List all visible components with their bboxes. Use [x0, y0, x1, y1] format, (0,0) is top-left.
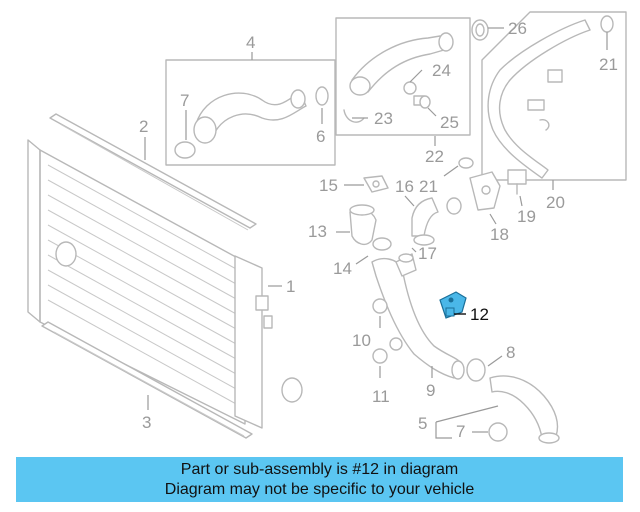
leader-lines [144, 27, 608, 439]
intercooler-part [27, 113, 303, 439]
part-13-hose [349, 204, 392, 251]
callout-3: 3 [142, 413, 151, 432]
callout-16: 16 [395, 177, 414, 196]
callout-18: 18 [490, 225, 509, 244]
callout-7-top: 7 [180, 91, 189, 110]
callout-15: 15 [319, 176, 338, 195]
callout-4: 4 [246, 33, 255, 52]
callout-25: 25 [440, 113, 459, 132]
callout-8: 8 [506, 343, 515, 362]
banner-line-1: Part or sub-assembly is #12 in diagram [180, 461, 459, 478]
part-group-20-box [481, 11, 627, 181]
part-12-highlighted[interactable] [439, 291, 467, 319]
callout-13: 13 [308, 222, 327, 241]
callout-22: 22 [425, 147, 444, 166]
banner-line-2: Diagram may not be specific to your vehi… [164, 481, 475, 498]
callout-19: 19 [517, 207, 536, 226]
callout-21-middle: 21 [419, 177, 438, 196]
part-15-bracket [363, 175, 389, 193]
part-16-hose [411, 197, 439, 246]
callout-21-top: 21 [599, 55, 618, 74]
callout-24: 24 [432, 61, 451, 80]
callout-23: 23 [374, 109, 393, 128]
callout-5: 5 [418, 414, 427, 433]
part-26-ring [471, 19, 489, 41]
part-5-hose [488, 375, 560, 444]
part-21-ring [458, 157, 474, 169]
callout-12: 12 [470, 305, 489, 324]
part-group-4-box [165, 59, 336, 166]
part-18-housing [446, 171, 501, 215]
callout-26: 26 [508, 19, 527, 38]
part-8-clamp [466, 358, 486, 382]
callout-11: 11 [372, 387, 390, 406]
part-9-pipe [371, 253, 465, 380]
part-19-sensor [507, 169, 527, 195]
callout-17: 17 [418, 244, 437, 263]
callout-9: 9 [426, 381, 435, 400]
part-info-banner: Part or sub-assembly is #12 in diagram D… [16, 457, 623, 502]
callout-10: 10 [352, 331, 371, 350]
callout-14: 14 [333, 259, 352, 278]
callout-6: 6 [316, 127, 325, 146]
callout-1: 1 [286, 277, 295, 296]
callout-2: 2 [139, 117, 148, 136]
callout-7-bottom: 7 [456, 422, 465, 441]
callout-20: 20 [546, 193, 565, 212]
part-group-22-box [335, 17, 471, 136]
callout-labels: 1 2 3 4 5 6 7 7 8 9 10 11 12 13 14 15 16… [139, 19, 618, 441]
